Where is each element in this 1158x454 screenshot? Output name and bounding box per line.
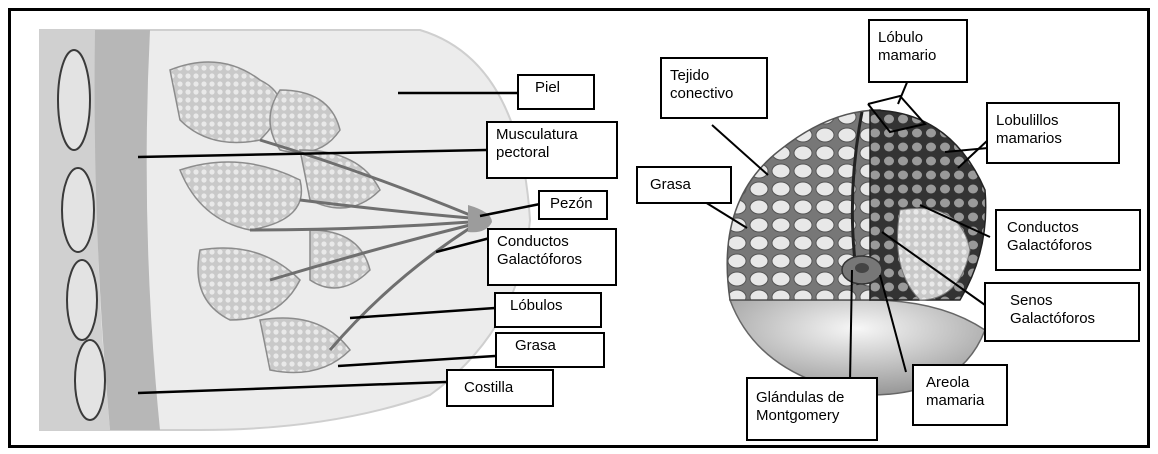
label-lobulo-mamario: Lóbulo mamario — [868, 19, 968, 83]
label-lobulo-line1: Lóbulo — [878, 29, 958, 47]
label-areola-line2: mamaria — [926, 392, 998, 410]
label-glandulas-line1: Glándulas de — [756, 389, 868, 407]
label-pezon: Pezón — [538, 190, 608, 220]
nipple-center — [855, 263, 869, 273]
label-musculatura-line2: pectoral — [496, 144, 608, 162]
label-musculatura-line1: Musculatura — [496, 126, 608, 144]
label-piel-text: Piel — [535, 79, 585, 97]
label-glandulas-line2: Montgomery — [756, 407, 868, 425]
label-areola: Areola mamaria — [912, 364, 1008, 426]
label-pezon-text: Pezón — [550, 195, 598, 213]
label-lobulillos: Lobulillos mamarios — [986, 102, 1120, 164]
label-conductos-right: Conductos Galactóforos — [995, 209, 1141, 271]
label-lobulos: Lóbulos — [494, 292, 602, 328]
label-lobulillos-line1: Lobulillos — [996, 112, 1110, 130]
label-grasa-left: Grasa — [495, 332, 605, 368]
label-senos-line1: Senos — [1010, 292, 1130, 310]
label-tejido-conectivo: Tejido conectivo — [660, 57, 768, 119]
label-piel: Piel — [517, 74, 595, 110]
label-grasa-right-text: Grasa — [650, 176, 722, 194]
label-lobulillos-line2: mamarios — [996, 130, 1110, 148]
label-tejido-line1: Tejido — [670, 67, 758, 85]
label-musculatura: Musculatura pectoral — [486, 121, 618, 179]
label-tejido-line2: conectivo — [670, 85, 758, 103]
label-conductos-left: Conductos Galactóforos — [487, 228, 617, 286]
label-senos-line2: Galactóforos — [1010, 310, 1130, 328]
label-glandulas: Glándulas de Montgomery — [746, 377, 878, 441]
label-grasa-left-text: Grasa — [515, 337, 595, 355]
label-conductos-left-line1: Conductos — [497, 233, 607, 251]
label-conductos-left-line2: Galactóforos — [497, 251, 607, 269]
label-costilla-text: Costilla — [464, 379, 544, 397]
label-costilla: Costilla — [446, 369, 554, 407]
label-areola-line1: Areola — [926, 374, 998, 392]
label-conductos-right-line2: Galactóforos — [1007, 237, 1131, 255]
label-grasa-right: Grasa — [636, 166, 732, 204]
label-conductos-right-line1: Conductos — [1007, 219, 1131, 237]
label-lobulo-line2: mamario — [878, 47, 958, 65]
label-lobulos-text: Lóbulos — [510, 297, 592, 315]
label-senos: Senos Galactóforos — [984, 282, 1140, 342]
